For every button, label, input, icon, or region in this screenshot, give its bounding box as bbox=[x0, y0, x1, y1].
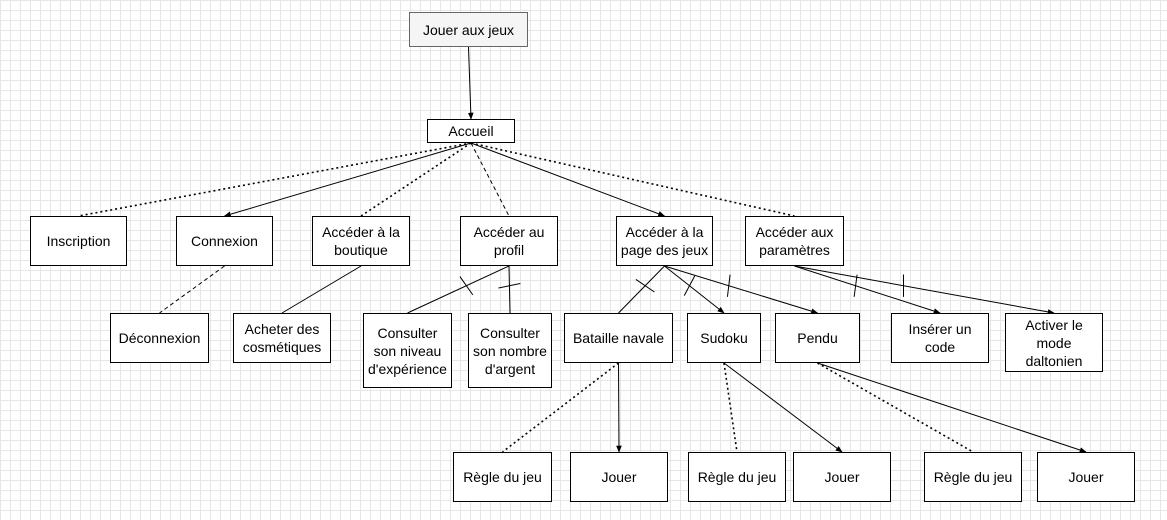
edge-accueil-parametres bbox=[470, 142, 795, 217]
node-sudoku-label: Sudoku bbox=[700, 330, 748, 346]
node-bataille-navale[interactable]: Bataille navale bbox=[564, 313, 673, 363]
node-acheter-cosmetiques[interactable]: Acheter des cosmétiques bbox=[233, 313, 331, 363]
node-sudoku[interactable]: Sudoku bbox=[687, 313, 761, 363]
node-accueil-label: Accueil bbox=[448, 123, 494, 139]
node-jouer-aux-jeux-label: Jouer aux jeux bbox=[422, 21, 515, 38]
node-jouer-bataille-label: Jouer bbox=[601, 469, 637, 485]
node-inserer-code[interactable]: Insérer un code bbox=[891, 313, 989, 363]
node-jouer-aux-jeux[interactable]: Jouer aux jeux bbox=[409, 12, 528, 47]
node-regle-du-jeu-bataille[interactable]: Règle du jeu bbox=[453, 452, 552, 502]
edge-bataille-regle1 bbox=[502, 362, 619, 453]
edge-profil-experience bbox=[407, 265, 510, 314]
edge-parametres-code bbox=[794, 265, 941, 314]
edge-accueil-profil bbox=[470, 142, 510, 217]
edge-sudoku-jouer2 bbox=[723, 362, 843, 453]
edge-parametres-daltonien bbox=[794, 265, 1055, 315]
node-regle-du-jeu-sudoku-label: Règle du jeu bbox=[697, 469, 777, 485]
node-deconnexion[interactable]: Déconnexion bbox=[110, 313, 209, 363]
edge-sudoku-regle2 bbox=[723, 362, 738, 453]
node-inscription-label: Inscription bbox=[46, 233, 111, 249]
node-regle-du-jeu-pendu[interactable]: Règle du jeu bbox=[924, 452, 1022, 502]
node-regle-du-jeu-bataille-label: Règle du jeu bbox=[463, 469, 542, 485]
node-acceder-parametres-label: Accéder aux paramètres bbox=[755, 224, 834, 258]
node-consulter-experience-label: Consulter son niveau d'expérience bbox=[368, 324, 447, 377]
edge-jeux-sudoku bbox=[664, 265, 725, 314]
node-jouer-sudoku[interactable]: Jouer bbox=[793, 452, 891, 502]
node-acceder-boutique-label: Accéder à la boutique bbox=[322, 224, 400, 258]
node-consulter-argent[interactable]: Consulter son nombre d'argent bbox=[468, 313, 552, 388]
edge-accueil-boutique bbox=[360, 142, 472, 217]
edge-accueil-connexion bbox=[223, 142, 472, 217]
node-acceder-profil[interactable]: Accéder au profil bbox=[460, 216, 558, 266]
edge-accueil-jeux bbox=[470, 142, 666, 217]
node-jouer-bataille[interactable]: Jouer bbox=[570, 452, 668, 502]
node-pendu[interactable]: Pendu bbox=[775, 313, 860, 363]
edge-cross-mark bbox=[853, 274, 858, 297]
node-deconnexion-label: Déconnexion bbox=[118, 330, 201, 346]
edge-root-accueil bbox=[467, 46, 474, 120]
edge-cross-mark bbox=[459, 276, 474, 296]
edge-accueil-inscription bbox=[78, 142, 472, 217]
node-consulter-argent-label: Consulter son nombre d'argent bbox=[473, 324, 547, 377]
node-inserer-code-label: Insérer un code bbox=[908, 321, 972, 355]
node-inscription[interactable]: Inscription bbox=[30, 216, 127, 266]
edge-jeux-bataille bbox=[618, 265, 665, 314]
node-connexion[interactable]: Connexion bbox=[176, 216, 273, 266]
edge-cross-mark bbox=[683, 275, 696, 296]
edge-pendu-regle3 bbox=[817, 362, 974, 453]
node-jouer-pendu-label: Jouer bbox=[1068, 469, 1104, 485]
node-acceder-page-jeux[interactable]: Accéder à la page des jeux bbox=[616, 216, 713, 266]
node-mode-daltonien[interactable]: Activer le mode daltonien bbox=[1005, 313, 1103, 372]
edge-pendu-jouer3 bbox=[817, 362, 1087, 453]
node-regle-du-jeu-pendu-label: Règle du jeu bbox=[933, 469, 1013, 485]
edge-boutique-cosmetiques bbox=[281, 265, 362, 314]
edge-connexion-deconnexion bbox=[159, 265, 225, 314]
node-consulter-experience[interactable]: Consulter son niveau d'expérience bbox=[363, 313, 452, 388]
edge-jeux-pendu bbox=[664, 265, 819, 314]
node-acceder-profil-label: Accéder au profil bbox=[473, 224, 545, 258]
node-bataille-navale-label: Bataille navale bbox=[572, 330, 665, 346]
node-connexion-label: Connexion bbox=[191, 233, 258, 249]
node-acceder-boutique[interactable]: Accéder à la boutique bbox=[312, 216, 410, 266]
node-accueil[interactable]: Accueil bbox=[427, 119, 515, 143]
edge-bataille-jouer1 bbox=[616, 362, 622, 453]
edge-cross-mark bbox=[726, 274, 731, 297]
node-jouer-sudoku-label: Jouer bbox=[824, 469, 860, 485]
node-mode-daltonien-label: Activer le mode daltonien bbox=[1025, 316, 1083, 369]
edge-profil-argent bbox=[508, 265, 511, 314]
node-regle-du-jeu-sudoku[interactable]: Règle du jeu bbox=[688, 452, 786, 502]
node-acceder-page-jeux-label: Accéder à la page des jeux bbox=[620, 224, 709, 258]
node-pendu-label: Pendu bbox=[797, 330, 838, 346]
node-acceder-parametres[interactable]: Accéder aux paramètres bbox=[745, 216, 844, 266]
node-acheter-cosmetiques-label: Acheter des cosmétiques bbox=[242, 321, 322, 355]
edge-cross-mark bbox=[498, 283, 521, 289]
node-jouer-pendu[interactable]: Jouer bbox=[1037, 452, 1135, 502]
edge-cross-mark bbox=[635, 279, 655, 293]
